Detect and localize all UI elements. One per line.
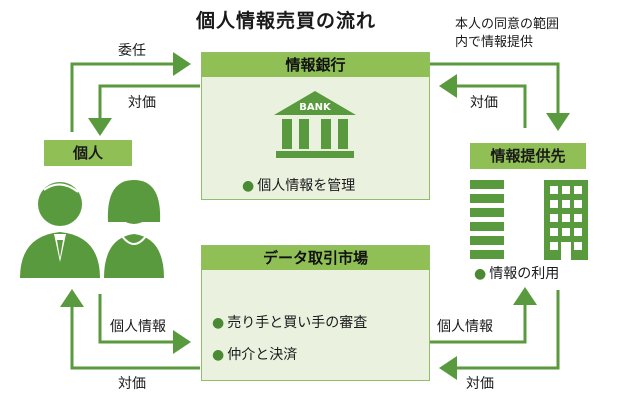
person-icon-group bbox=[20, 180, 164, 278]
arrow-personal-info-left bbox=[98, 294, 191, 354]
arrow-payment-bottom-left bbox=[60, 289, 200, 370]
data-market-bullet-1: ●売り手と買い手の審査 bbox=[212, 315, 368, 331]
info-bank-bullet: ●個人情報を管理 bbox=[242, 178, 356, 194]
consent-note: 本人の同意の範囲 内で情報提供 bbox=[455, 16, 625, 52]
bank-icon: BANK bbox=[274, 91, 356, 158]
person-label: 個人 bbox=[44, 140, 132, 166]
label-entrust: 委任 bbox=[118, 43, 146, 59]
arrow-personal-info-right bbox=[430, 287, 537, 344]
label-payment-top-left: 対価 bbox=[128, 95, 156, 111]
data-market-bullet-2: ●仲介と決済 bbox=[212, 347, 298, 363]
label-payment-bottom-right: 対価 bbox=[466, 376, 494, 392]
label-payment-top-right: 対価 bbox=[470, 95, 498, 111]
arrow-entrust bbox=[70, 52, 191, 132]
info-bank-box: 情報銀行 BANK ●個人情報を管理 bbox=[201, 52, 430, 200]
label-personal-info-left: 個人情報 bbox=[110, 319, 166, 335]
man-icon bbox=[20, 182, 100, 278]
arrow-payment-top-right bbox=[439, 74, 527, 128]
arrow-payment-bottom-right bbox=[439, 290, 560, 380]
consent-note-line-1: 本人の同意の範囲 bbox=[455, 17, 560, 32]
provider-bullet: ●情報の利用 bbox=[474, 266, 560, 282]
bank-icon-text: BANK bbox=[299, 102, 332, 113]
building-icon bbox=[470, 180, 588, 260]
arrow-payment-top-left bbox=[88, 84, 200, 136]
woman-icon bbox=[104, 180, 164, 278]
arrow-provider-request bbox=[430, 62, 570, 131]
consent-note-line-2: 内で情報提供 bbox=[455, 35, 534, 50]
info-bank-label: 情報銀行 bbox=[202, 53, 429, 77]
data-market-label: データ取引市場 bbox=[202, 246, 429, 270]
provider-label: 情報提供先 bbox=[470, 143, 586, 169]
label-personal-info-right: 個人情報 bbox=[437, 319, 493, 335]
label-payment-bottom-left: 対価 bbox=[118, 376, 146, 392]
data-market-box: データ取引市場 ●売り手と買い手の審査 ●仲介と決済 bbox=[201, 245, 430, 381]
diagram-title: 個人情報売買の流れ bbox=[196, 10, 377, 32]
